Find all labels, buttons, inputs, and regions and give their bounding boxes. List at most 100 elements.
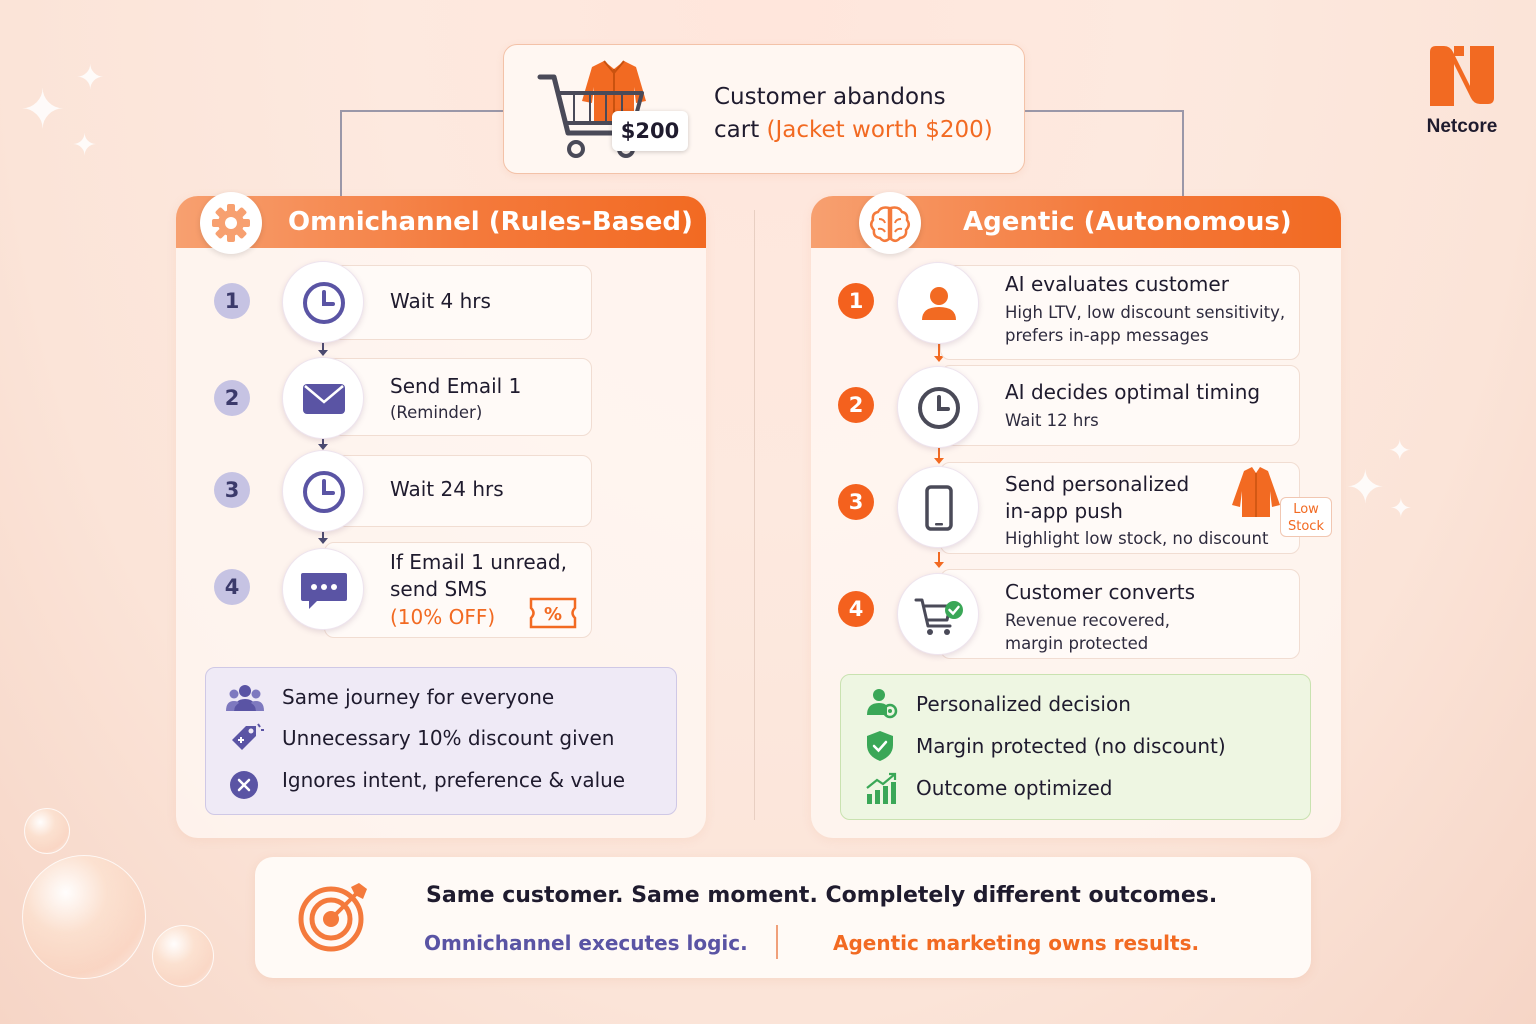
percent-coupon-icon: % xyxy=(529,597,577,629)
envelope-icon xyxy=(303,384,345,414)
trigger-line-1: Customer abandons xyxy=(714,84,946,110)
clock-icon xyxy=(303,471,345,513)
summary-item: Margin protected (no discount) xyxy=(916,734,1226,758)
agentic-step-1 xyxy=(940,265,1300,360)
step-subtitle: margin protected xyxy=(1005,634,1149,653)
step-number: 3 xyxy=(838,484,874,520)
agentic-step-2 xyxy=(940,365,1300,446)
conclusion-headline: Same customer. Same moment. Completely d… xyxy=(426,883,1218,908)
step-icon-circle xyxy=(282,357,364,439)
chat-icon xyxy=(301,573,347,609)
cart-check-icon xyxy=(914,598,963,635)
arrow-down-icon xyxy=(934,562,944,568)
omnichannel-header-icon xyxy=(200,192,262,254)
panel-divider xyxy=(754,210,755,820)
omnichannel-title: Omnichannel (Rules-Based) xyxy=(288,207,693,237)
rules-step-4 xyxy=(324,542,592,638)
agentic-step-3 xyxy=(940,462,1300,554)
step-icon-circle xyxy=(282,261,364,343)
person-icon xyxy=(922,287,956,320)
x-circle-icon xyxy=(230,771,258,799)
target-icon xyxy=(298,883,367,952)
shield-check-icon xyxy=(867,731,893,761)
step-icon-circle xyxy=(897,573,979,655)
sparkle-icon: ✦ xyxy=(1388,434,1412,467)
step-connector xyxy=(938,344,940,358)
step-subtitle: Wait 12 hrs xyxy=(1005,411,1099,430)
trigger-accent: (Jacket worth $200) xyxy=(766,117,993,143)
step-icon-circle xyxy=(897,262,979,344)
step-subtitle: prefers in-app messages xyxy=(1005,326,1209,345)
sparkle-icon: ✦ xyxy=(1346,460,1385,514)
rules-step-3 xyxy=(324,455,592,527)
agentic-title: Agentic (Autonomous) xyxy=(963,207,1292,237)
step-number: 2 xyxy=(214,380,250,416)
person-gear-icon xyxy=(867,689,898,719)
connector-line xyxy=(340,110,342,198)
low-stock-line-2: Stock xyxy=(1288,519,1324,534)
step-title: Wait 24 hrs xyxy=(390,477,504,501)
sparkle-icon: ✦ xyxy=(76,58,105,98)
step-connector xyxy=(322,528,324,540)
connector-line xyxy=(340,110,504,112)
step-title: in-app push xyxy=(1005,499,1123,523)
trigger-line-2-prefix: cart xyxy=(714,117,767,143)
omnichannel-header xyxy=(176,196,706,248)
jacket-icon xyxy=(1232,467,1280,517)
conclusion-omnichannel: Omnichannel executes logic. xyxy=(424,931,748,955)
step-number: 1 xyxy=(838,283,874,319)
arrow-down-icon xyxy=(934,458,944,464)
rules-step-1 xyxy=(324,265,592,340)
connector-line xyxy=(1182,110,1184,198)
step-number: 4 xyxy=(214,569,250,605)
step-title: Send personalized xyxy=(1005,472,1190,496)
step-connector xyxy=(322,340,324,352)
rules-summary: Same journey for everyone Unnecessary 10… xyxy=(205,667,677,815)
conclusion-card: Same customer. Same moment. Completely d… xyxy=(255,857,1311,978)
step-title: AI evaluates customer xyxy=(1005,272,1229,296)
summary-item: Same journey for everyone xyxy=(282,685,555,709)
step-title: If Email 1 unread, xyxy=(390,550,567,574)
step-icon-circle xyxy=(282,548,364,630)
sparkle-icon: ✦ xyxy=(1390,494,1412,524)
price-tag: $200 xyxy=(612,111,688,151)
conclusion-separator xyxy=(776,925,778,959)
group-icon xyxy=(226,685,264,711)
discount-text: (10% OFF) xyxy=(390,605,496,629)
step-icon-circle xyxy=(897,466,979,548)
decorative-bubble xyxy=(22,855,146,979)
agentic-summary: Personalized decision Margin protected (… xyxy=(840,674,1311,820)
low-stock-line-1: Low xyxy=(1293,502,1319,517)
step-title: Wait 4 hrs xyxy=(390,289,491,313)
summary-item: Unnecessary 10% discount given xyxy=(282,726,615,750)
summary-item: Ignores intent, preference & value xyxy=(282,768,626,792)
step-title: Send Email 1 xyxy=(390,374,522,398)
step-subtitle: (Reminder) xyxy=(390,403,483,422)
step-number: 2 xyxy=(838,387,874,423)
clock-icon xyxy=(918,387,960,429)
agentic-header-icon xyxy=(859,192,921,254)
step-number: 1 xyxy=(214,283,250,319)
svg-text:%: % xyxy=(544,604,562,625)
step-number: 4 xyxy=(838,591,874,627)
step-subtitle: Highlight low stock, no discount xyxy=(1005,529,1269,548)
agentic-step-4 xyxy=(940,569,1300,659)
arrow-down-icon xyxy=(934,356,944,362)
arrow-down-icon xyxy=(318,444,328,450)
rules-step-2 xyxy=(324,358,592,436)
decorative-bubble xyxy=(24,808,70,854)
growth-chart-icon xyxy=(866,772,897,804)
shopping-cart-icon xyxy=(537,60,646,158)
brain-icon xyxy=(870,206,910,242)
connector-line xyxy=(1024,110,1184,112)
conclusion-agentic: Agentic marketing owns results. xyxy=(833,931,1200,955)
step-title: send SMS xyxy=(390,577,488,601)
arrow-down-icon xyxy=(318,350,328,356)
gear-icon xyxy=(212,204,250,242)
step-icon-circle xyxy=(897,366,979,448)
step-connector xyxy=(938,448,940,460)
step-title: AI decides optimal timing xyxy=(1005,380,1261,404)
step-icon-circle xyxy=(282,450,364,532)
netcore-logo-icon xyxy=(1430,46,1494,106)
clock-icon xyxy=(303,282,345,324)
